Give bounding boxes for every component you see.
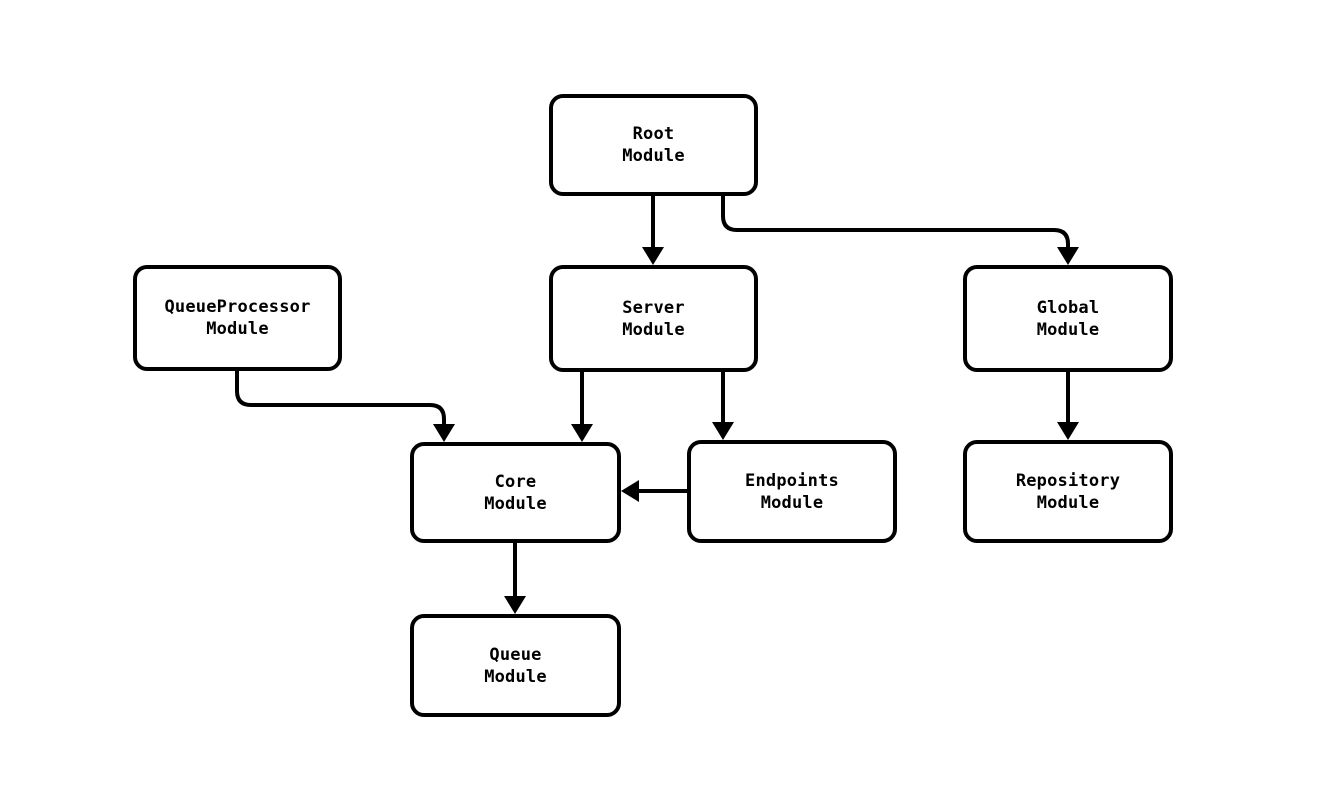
node-queueprocessor-module-line1: QueueProcessor bbox=[164, 297, 311, 317]
node-repository-module-line1: Repository bbox=[1015, 470, 1121, 491]
node-root-module-line2: Module bbox=[622, 146, 685, 166]
edge-root-to-server bbox=[642, 196, 664, 265]
node-global-module-line2: Module bbox=[1036, 319, 1100, 340]
node-global-module[interactable]: Global Module bbox=[963, 265, 1173, 372]
node-repository-module-line2: Module bbox=[1036, 492, 1100, 513]
node-core-module-line1: Core bbox=[494, 471, 537, 492]
node-queue-module-line1: Queue bbox=[489, 644, 542, 665]
node-global-module-line1: Global bbox=[1036, 297, 1100, 318]
edge-root-to-global bbox=[721, 196, 1079, 265]
edge-global-to-repository bbox=[1057, 372, 1079, 440]
node-queueprocessor-module[interactable]: QueueProcessor Module bbox=[133, 265, 342, 371]
node-endpoints-module-line1: Endpoints bbox=[745, 470, 839, 491]
node-server-module-line2: Module bbox=[622, 319, 685, 340]
node-endpoints-module[interactable]: Endpoints Module bbox=[687, 440, 897, 543]
edge-server-to-endpoints bbox=[712, 372, 734, 440]
node-repository-module[interactable]: Repository Module bbox=[963, 440, 1173, 543]
edge-queueprocessor-to-core bbox=[235, 371, 455, 442]
node-queue-module[interactable]: Queue Module bbox=[410, 614, 621, 717]
edge-server-to-core bbox=[571, 372, 593, 442]
edge-endpoints-to-core bbox=[621, 480, 687, 502]
node-queueprocessor-module-line2: Module bbox=[206, 319, 269, 339]
node-server-module[interactable]: Server Module bbox=[549, 265, 758, 372]
node-endpoints-module-line2: Module bbox=[760, 492, 824, 513]
node-root-module-line1: Root bbox=[632, 124, 675, 144]
node-core-module-line2: Module bbox=[484, 493, 547, 514]
node-root-module[interactable]: Root Module bbox=[549, 94, 758, 196]
node-queue-module-line2: Module bbox=[484, 666, 547, 687]
node-server-module-line1: Server bbox=[622, 297, 685, 318]
node-core-module[interactable]: Core Module bbox=[410, 442, 621, 543]
edge-core-to-queue bbox=[504, 543, 526, 614]
